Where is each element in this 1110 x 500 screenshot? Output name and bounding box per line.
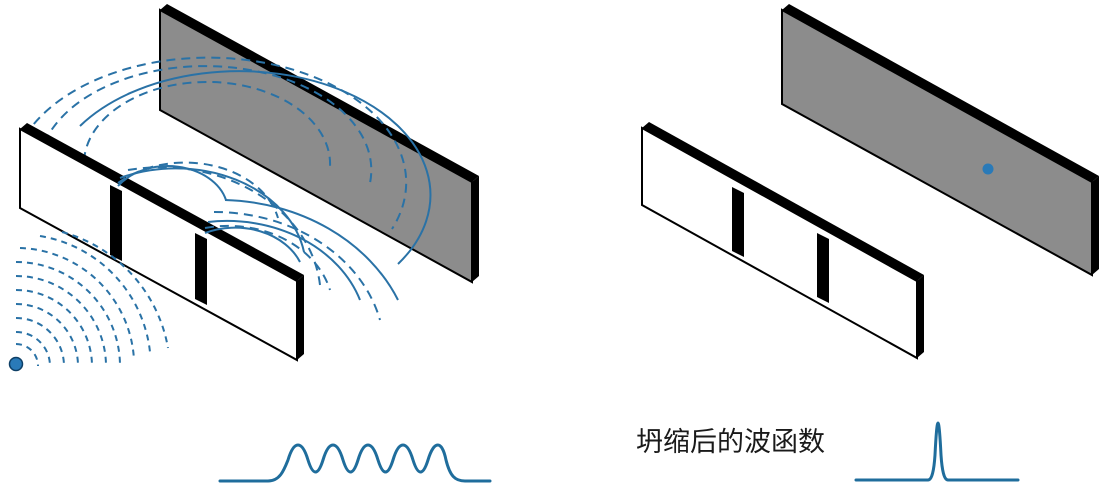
left-panel — [8, 4, 492, 483]
right-panel — [641, 4, 1099, 482]
right-slit-lower — [817, 233, 829, 303]
particle-source-dot — [8, 356, 24, 372]
source-waves — [15, 231, 169, 367]
collapsed-wavefunction-label: 坍缩后的波函数 — [636, 427, 825, 458]
right-slit-upper — [732, 187, 744, 257]
left-slit-upper — [110, 185, 122, 261]
collapsed-wave-plot — [854, 421, 1020, 482]
left-slit-lower — [195, 233, 207, 305]
left-waves-behind — [24, 56, 432, 265]
particle-hit-dot — [982, 163, 994, 175]
interference-wave-plot — [218, 443, 492, 483]
left-detection-screen — [159, 4, 479, 284]
left-double-slit-barrier — [19, 123, 304, 362]
right-detection-screen — [781, 4, 1099, 277]
right-double-slit-barrier — [641, 122, 924, 360]
left-waves-front — [117, 161, 399, 321]
